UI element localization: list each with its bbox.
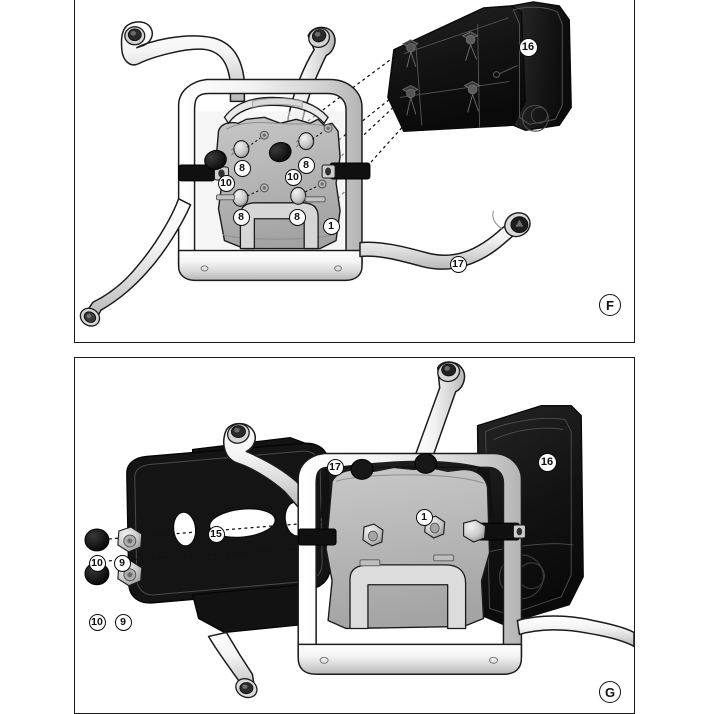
- panel-letter-g: G: [599, 681, 621, 703]
- screw-upper-left: [231, 130, 269, 159]
- plate-fasteners-f: [204, 123, 333, 207]
- callout-16-f: 16: [518, 37, 538, 57]
- panel-f: 16 8 8 10 10 8 8 1 17: [74, 0, 635, 343]
- callout-9-g-upper: 9: [113, 554, 131, 572]
- plate-nut-left: [362, 523, 384, 547]
- exploded-hardware-g: [84, 526, 143, 587]
- black-side-case-f: [387, 1, 572, 132]
- panel-f-illustration: [79, 1, 572, 327]
- callout-10-f-right: 10: [284, 168, 302, 186]
- callout-1-f: 1: [322, 217, 340, 235]
- callout-8-f-upper-right: 8: [297, 156, 315, 174]
- screw-lower-right: [290, 179, 327, 205]
- lower-arms-g: [207, 615, 634, 699]
- callout-10-g-lower: 10: [88, 613, 106, 631]
- lower-left-frame-leg: [79, 198, 192, 327]
- rubber-spacer-left: [204, 149, 227, 171]
- rear-support-arm-f: [359, 210, 531, 270]
- callout-10-f-left: 10: [217, 174, 235, 192]
- callout-8-f-upper-left: 8: [233, 159, 251, 177]
- callout-10-g-upper: 10: [88, 554, 106, 572]
- callout-1-g: 1: [415, 508, 433, 526]
- clamp-straps-g: [297, 519, 526, 546]
- flange-nut-upper: [117, 526, 143, 553]
- callout-8-f-lower-left: 8: [232, 208, 250, 226]
- panel-letter-f: F: [599, 294, 621, 316]
- black-side-case-g: [476, 405, 584, 626]
- rubber-spacer-right: [268, 142, 292, 163]
- clamp-straps-f: [178, 162, 371, 182]
- callout-9-g-lower: 9: [114, 613, 132, 631]
- screw-lower-left: [216, 183, 269, 207]
- callout-15-g: 15: [207, 525, 225, 543]
- bracket-hole-left: [172, 511, 197, 547]
- callout-17-g: 17: [326, 458, 344, 476]
- screw-upper-right: [295, 123, 333, 151]
- panel-g-illustration: [84, 361, 634, 699]
- mounting-plate-g: [325, 452, 491, 630]
- panel-g: 17 16 1 15 10 9 10 9: [74, 357, 635, 714]
- callout-17-f: 17: [449, 255, 467, 273]
- callout-8-f-lower-right: 8: [288, 208, 306, 226]
- callout-16-g: 16: [537, 452, 557, 472]
- rubber-cap-upper: [84, 528, 110, 552]
